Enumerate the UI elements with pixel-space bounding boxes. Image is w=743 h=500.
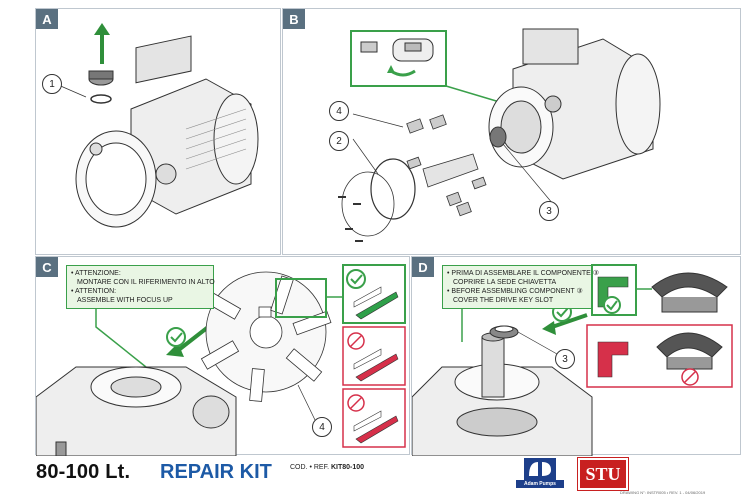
callout-3: 3: [555, 349, 575, 369]
adam-pumps-logo: Adam Pumps: [516, 458, 564, 488]
panel-d-note: • PRIMA DI ASSEMBLARE IL COMPONENTE ③ CO…: [442, 265, 600, 309]
code-prefix: COD. • REF.: [290, 464, 330, 471]
note-line: MONTARE CON IL RIFERIMENTO IN ALTO: [77, 279, 215, 286]
panel-c: C: [35, 256, 410, 456]
product-code: COD. • REF. KIT80-100: [290, 464, 364, 471]
note-line: COVER THE DRIVE KEY SLOT: [453, 297, 554, 304]
panel-d-tag: D: [412, 257, 434, 277]
note-line: • ATTENTION:: [71, 288, 117, 295]
panel-a-drawing: [55, 23, 259, 228]
title-repair-kit: REPAIR KIT: [160, 461, 272, 483]
panel-c-tag: C: [36, 257, 58, 277]
panel-d: D • PRIMA DI: [411, 256, 741, 456]
drawing-number: DRAWING N°: INSTR005 • REV. 1 - 04/06/20…: [620, 490, 706, 495]
callout-4: 4: [329, 101, 349, 121]
code-value: KIT80-100: [330, 464, 365, 471]
title-capacity: 80-100 Lt.: [36, 461, 131, 483]
panel-b-tag: B: [283, 9, 305, 29]
note-line: COPRIRE LA SEDE CHIAVETTA: [453, 279, 557, 286]
panel-d-drawing: [412, 264, 733, 456]
panel-b: B: [282, 8, 741, 255]
callout-3: 3: [539, 201, 559, 221]
adam-pumps-mark-icon: [524, 458, 556, 480]
callout-1: 1: [42, 74, 62, 94]
callout-2: 2: [329, 131, 349, 151]
panel-c-drawing: [36, 264, 406, 456]
note-line: • ATTENZIONE:: [71, 270, 121, 277]
brand1-label: Adam Pumps: [516, 480, 564, 488]
panel-c-note: • ATTENZIONE: MONTARE CON IL RIFERIMENTO…: [66, 265, 215, 309]
note-line: • PRIMA DI ASSEMBLARE IL COMPONENTE ③: [447, 270, 600, 277]
panel-b-drawing: [338, 28, 661, 242]
note-line: ASSEMBLE WITH FOCUS UP: [77, 297, 173, 304]
callout-4: 4: [312, 417, 332, 437]
panel-a-tag: A: [36, 9, 58, 29]
panel-a: A 1: [35, 8, 281, 255]
note-line: • BEFORE ASSEMBLING COMPONENT ③: [447, 288, 583, 295]
stu-logo: STU: [578, 458, 628, 490]
